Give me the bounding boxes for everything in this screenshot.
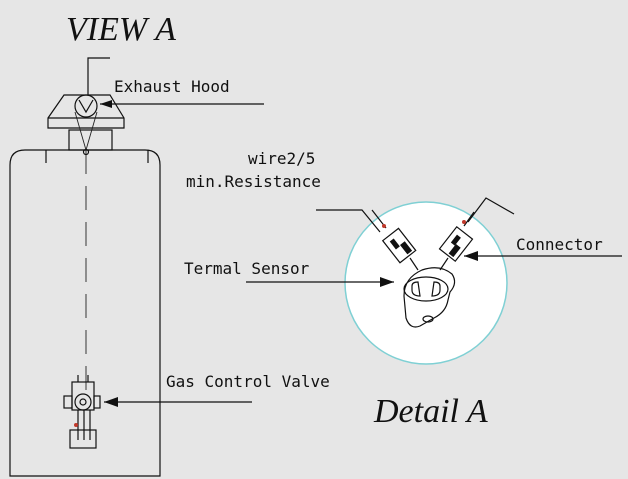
wire-label-line1: wire2/5 [248,149,315,168]
connector-leader [464,251,622,261]
termal-sensor-leader [246,277,394,287]
thermal-sensor [403,267,456,328]
exhaust-hood [47,94,125,156]
gas-control-valve-leader [104,397,252,407]
water-heater-tank [9,149,161,477]
termal-sensor-label: Termal Sensor [184,259,310,278]
exhaust-hood-leader [87,57,264,108]
connector-label: Connector [516,235,603,254]
wire-leader [316,197,515,233]
view-a-title: VIEW A [66,11,176,48]
exhaust-hood-label: Exhaust Hood [114,77,230,96]
right-connector [438,211,475,271]
left-connector [371,209,419,271]
detail-circle [344,201,508,365]
gas-control-valve-label: Gas Control Valve [166,372,330,391]
gas-control-valve [63,375,101,449]
detail-a-title: Detail A [373,393,488,430]
wire-label-line2: min.Resistance [186,172,321,191]
